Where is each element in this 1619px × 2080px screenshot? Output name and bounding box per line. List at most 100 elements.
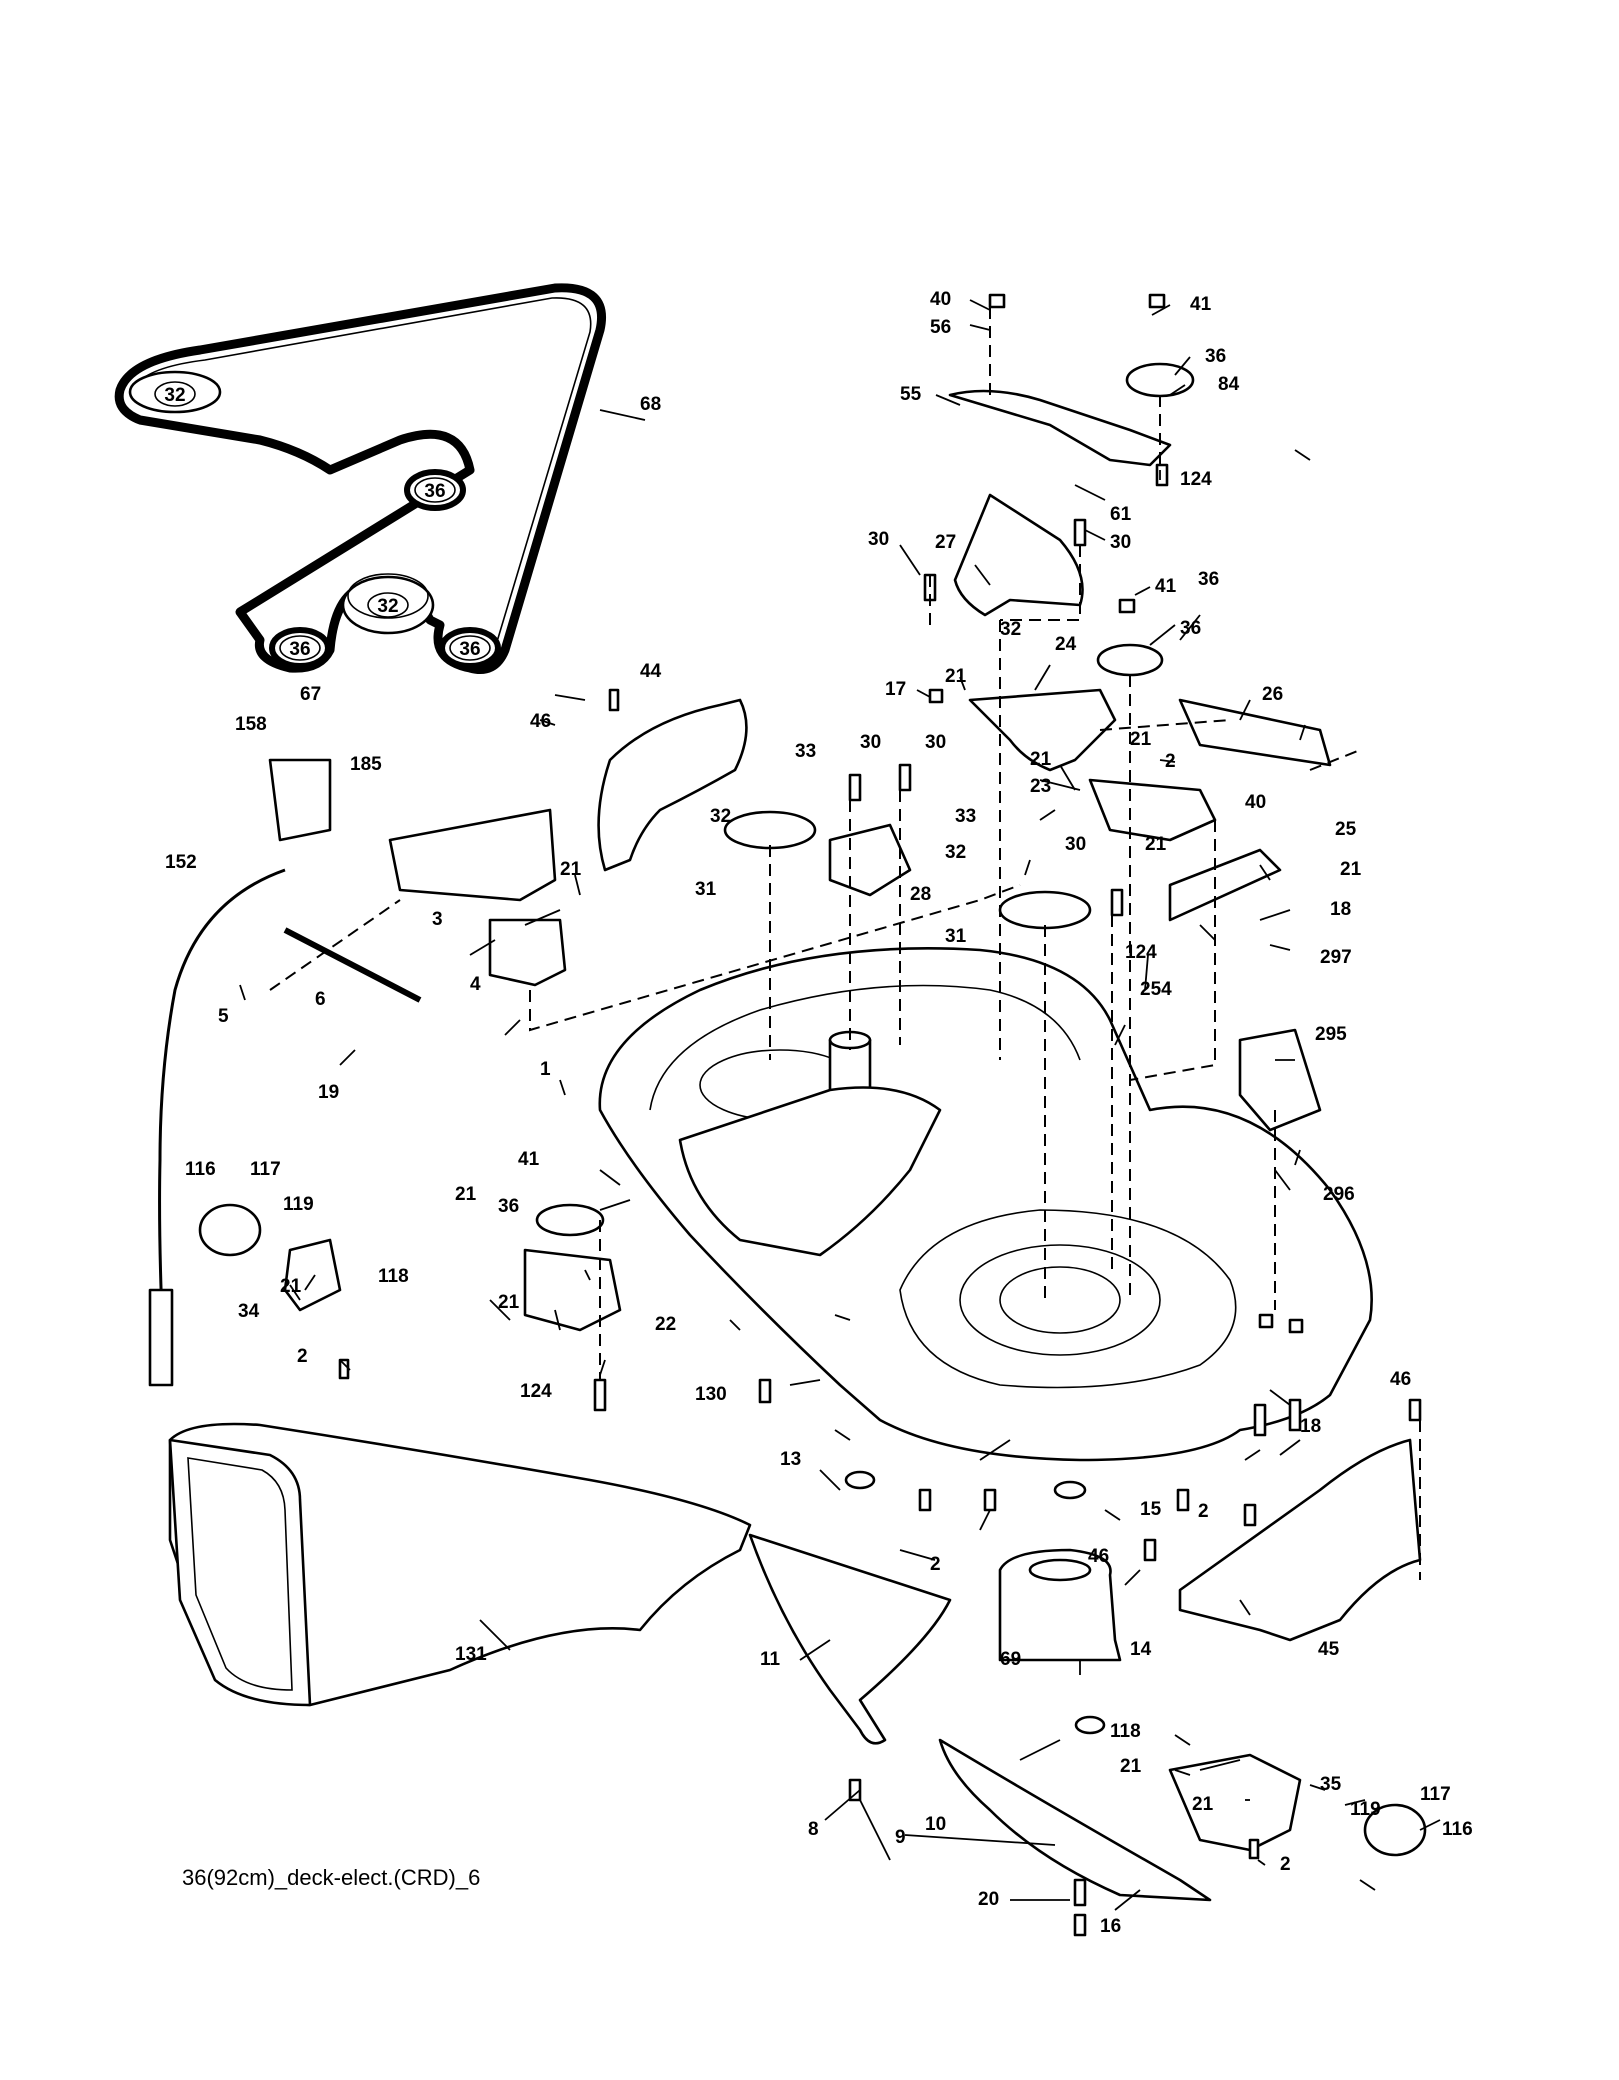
callout-30-a: 30 [868,529,889,550]
callout-254: 254 [1140,979,1172,1000]
callout-124-c: 124 [520,1381,552,1402]
belt-pulley-markers: 32 36 32 36 36 [154,381,491,661]
callout-25: 25 [1335,819,1357,840]
callout-21-h: 21 [1120,1756,1142,1777]
callout-18-a: 18 [1330,899,1351,920]
callout-18-b: 18 [1300,1416,1321,1437]
callout-130: 130 [695,1384,727,1405]
callout-297: 297 [1320,947,1352,968]
callout-118-b: 118 [1110,1721,1141,1742]
callout-21-a: 21 [945,666,967,687]
callout-23: 23 [1030,776,1051,797]
callout-8: 8 [808,1819,819,1840]
callout-27: 27 [935,532,956,553]
callout-32-a: 32 [710,806,731,827]
callout-41-b: 41 [1155,576,1177,597]
callout-36-c: 36 [498,1196,519,1217]
callout-124-a: 124 [1180,469,1212,490]
callout-31-b: 31 [945,926,967,947]
callout-1: 1 [540,1059,551,1080]
callout-16: 16 [1100,1916,1121,1937]
callout-21-b: 21 [1030,749,1052,770]
callout-3: 3 [432,909,443,930]
callout-118-a: 118 [378,1266,409,1287]
callout-21-g: 21 [498,1292,520,1313]
callout-40-a: 40 [930,289,951,310]
callout-35: 35 [1320,1774,1342,1795]
callout-119-b: 119 [1350,1799,1381,1820]
brackets [268,389,1332,1852]
callout-20: 20 [978,1889,999,1910]
pulley-marker-36-b: 36 [289,639,310,660]
callout-46-a: 46 [530,711,551,732]
blade-11 [748,1533,952,1745]
callout-13: 13 [780,1449,801,1470]
callout-11: 11 [760,1649,781,1670]
callout-69: 69 [1000,1649,1021,1670]
callout-2-c: 2 [1198,1501,1209,1522]
callout-17: 17 [885,679,906,700]
pulley-marker-32-a: 32 [164,385,185,406]
callout-30-b: 30 [1110,532,1131,553]
baffle-right [1178,1438,1422,1642]
callout-36-d: 36 [1198,569,1219,590]
callout-9: 9 [895,1827,906,1848]
callout-34: 34 [238,1301,260,1322]
callout-32-b: 32 [945,842,966,863]
callout-45: 45 [1318,1639,1340,1660]
callout-14: 14 [1130,1639,1152,1660]
pulley-marker-36-c: 36 [459,639,480,660]
callout-28: 28 [910,884,931,905]
callout-2-d: 2 [930,1554,941,1575]
callout-44: 44 [640,661,662,682]
callout-36-b: 36 [1180,618,1201,639]
callout-84: 84 [1218,374,1240,395]
callout-33-b: 33 [955,806,976,827]
callout-40-b: 40 [1245,792,1266,813]
callout-21-k: 21 [455,1184,477,1205]
callout-30-c: 30 [860,732,881,753]
baffle-left [597,698,748,872]
callout-67: 67 [300,684,321,705]
callout-124-b: 124 [1125,942,1157,963]
callout-6: 6 [315,989,326,1010]
callout-117-a: 117 [250,1159,281,1180]
callout-leader-lines [239,299,1441,1911]
callout-36-a: 36 [1205,346,1226,367]
callout-30-e: 30 [1065,834,1086,855]
callout-61: 61 [1110,504,1132,525]
spindle-housing [998,1480,1122,1662]
control-cable [148,868,286,1387]
blade-16 [938,1738,1212,1902]
callout-117-b: 117 [1420,1784,1451,1805]
callout-19: 19 [318,1082,339,1103]
callout-15: 15 [1140,1499,1162,1520]
callout-21-c: 21 [1145,834,1167,855]
pulley-marker-36-a: 36 [424,481,445,502]
callout-296: 296 [1323,1184,1355,1205]
callout-295: 295 [1315,1024,1347,1045]
assembly-dashed-lines [269,307,1421,1580]
callout-32-c: 32 [1000,619,1021,640]
callout-24: 24 [1055,634,1077,655]
callout-5: 5 [218,1006,229,1027]
callout-22: 22 [655,1314,676,1335]
callout-116-b: 116 [1442,1819,1473,1840]
callout-2-a: 2 [1165,751,1176,772]
callout-116-a: 116 [185,1159,216,1180]
callout-33-a: 33 [795,741,816,762]
callout-2-e: 2 [1280,1854,1291,1875]
callout-21-f: 21 [280,1276,302,1297]
callout-21-e: 21 [560,859,582,880]
callout-21-d: 21 [1340,859,1362,880]
callout-26: 26 [1262,684,1283,705]
callout-41-a: 41 [1190,294,1212,315]
deck-housing [598,947,1373,1462]
callout-185: 185 [350,754,382,775]
callout-labels: 40 41 56 36 84 55 124 61 30 27 30 41 36 … [165,289,1473,1937]
callout-10: 10 [925,1814,946,1835]
callout-21-j: 21 [1130,729,1152,750]
callout-68: 68 [640,394,661,415]
diagram-caption: 36(92cm)_deck-elect.(CRD)_6 [182,1865,480,1890]
